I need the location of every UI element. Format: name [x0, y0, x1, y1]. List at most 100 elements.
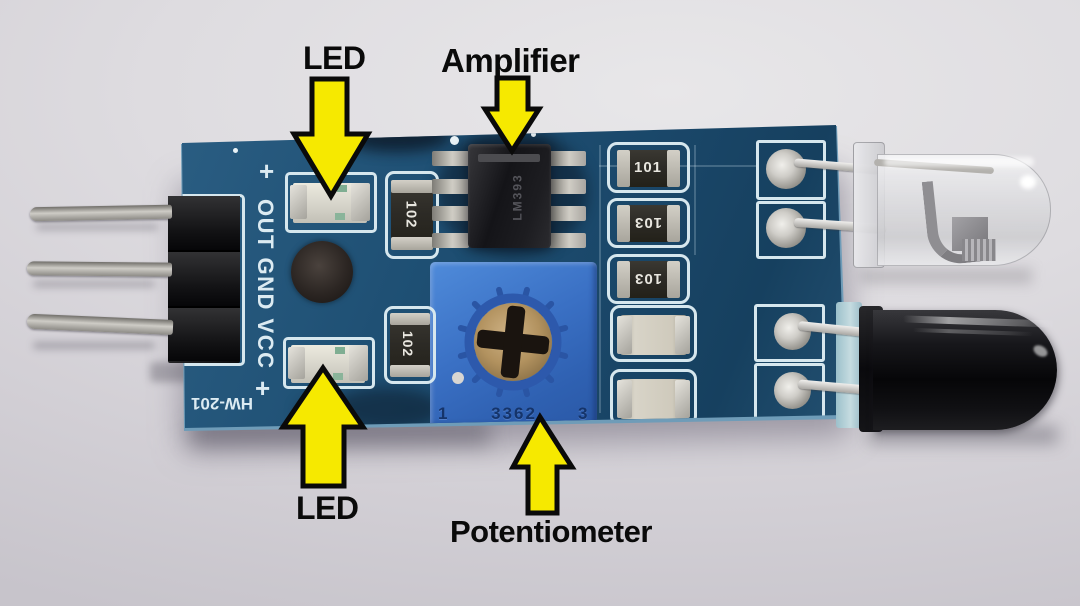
pot-pin3-label: 3 [578, 404, 588, 423]
ic-pin [432, 179, 469, 194]
resistor-end [617, 205, 630, 242]
header-pin-gnd [26, 261, 173, 277]
ic-pin [549, 233, 586, 248]
solder-pad [766, 208, 806, 248]
ic-pin [549, 179, 586, 194]
led-phosphor-mark [335, 347, 345, 354]
board-speck [339, 161, 343, 165]
glint [1020, 175, 1036, 189]
ic-amplifier: LM393 [468, 144, 551, 248]
ic-pin [549, 206, 586, 221]
solder-joint [675, 380, 690, 418]
resistor-value: 102 [402, 200, 420, 229]
solder-pad [774, 372, 811, 409]
ir-receiver-led [845, 300, 1060, 435]
resistor-103b-silkscreen [607, 254, 690, 304]
ic-part-label: LM393 [510, 173, 525, 221]
annotation-label-potentiometer: Potentiometer [450, 514, 652, 549]
capacitor-b [617, 379, 690, 419]
board-blotch [298, 399, 332, 425]
resistor-end [667, 150, 680, 187]
ic-pin [549, 151, 586, 166]
annotation-label-led-top: LED [303, 40, 366, 76]
receiver-led-shadow [868, 426, 1058, 444]
emitter-striations [962, 239, 996, 261]
solder-joint [349, 345, 368, 381]
header-pin-vcc [26, 313, 174, 335]
solder-joint [617, 316, 632, 354]
header-segment [168, 196, 240, 252]
glint [1031, 342, 1050, 360]
pcb-board: OUT GND VCC + + HW-201 102 [182, 125, 845, 428]
highlight [884, 157, 1034, 167]
resistor-103a-silkscreen [607, 198, 690, 248]
board-speck [531, 132, 536, 137]
screw-cross [476, 305, 550, 379]
copper-trace [694, 145, 696, 255]
solder-joint [351, 183, 370, 221]
resistor-end [391, 237, 433, 250]
header-pin-out [29, 204, 173, 222]
emitter-pad-silkscreen [756, 201, 826, 259]
status-led-top [290, 183, 370, 223]
led-phosphor-mark [337, 185, 347, 192]
board-speck [450, 136, 459, 145]
pin-header [168, 196, 240, 363]
potentiometer-dial [452, 286, 569, 398]
led-phosphor-mark [335, 213, 345, 220]
annotation-label-led-bottom: LED [296, 490, 359, 526]
emitter-led-shadow [860, 268, 1032, 284]
resistor-end [390, 365, 430, 377]
ir-emitter-led [853, 140, 1053, 270]
solder-joint [617, 380, 632, 418]
header-segment [168, 308, 240, 361]
solder-pad [766, 149, 806, 189]
status-led-bottom [288, 345, 368, 383]
emitter-led-bulb [873, 154, 1051, 267]
ic-pin [432, 233, 469, 248]
plus-mark-top: + [259, 156, 275, 186]
silkscreen-pin-labels: OUT GND VCC [253, 199, 278, 370]
pot-model-label: 3362 [491, 404, 537, 423]
plus-mark-bottom: + [255, 373, 271, 403]
resistor-value: 103 [634, 214, 663, 231]
resistor-102-bottom: 102 [390, 313, 430, 377]
ic-pin1-stripe [478, 154, 540, 162]
resistor-103-b: 103 [617, 261, 680, 298]
board-speck [233, 148, 238, 153]
resistor-end [390, 313, 430, 325]
mounting-hole [291, 241, 353, 303]
annotation-label-amplifier: Amplifier [441, 42, 580, 79]
potentiometer: 1 3362 3 [430, 262, 597, 428]
led-phosphor-mark [333, 373, 343, 380]
resistor-end [667, 205, 680, 242]
pot-solder-dot [452, 372, 464, 384]
resistor-101-silkscreen [607, 142, 690, 193]
pin-shadow [33, 281, 155, 287]
resistor-end [391, 180, 433, 193]
resistor-end [667, 261, 680, 298]
solder-joint [290, 185, 307, 219]
resistor-102-bottom-silkscreen [384, 306, 436, 384]
resistor-end [617, 261, 630, 298]
resistor-103-a: 103 [617, 205, 680, 242]
pot-pin1-label: 1 [438, 404, 448, 423]
resistor-value: 102 [400, 330, 417, 358]
highlight [912, 327, 1034, 337]
ic-pin [432, 151, 469, 166]
emitter-pad-silkscreen [756, 140, 826, 200]
resistor-end [617, 150, 630, 187]
capacitor-a [617, 315, 690, 355]
header-segment [168, 252, 240, 308]
board-blotch [350, 125, 450, 151]
resistor-value: 101 [634, 159, 663, 176]
solder-joint [288, 347, 305, 379]
solder-joint [675, 316, 690, 354]
pcb-bare-edge [836, 302, 862, 428]
capacitor-a-silkscreen [610, 305, 697, 362]
resistor-value: 103 [634, 270, 663, 287]
receiver-pad-silkscreen [754, 304, 825, 362]
copper-trace [599, 145, 601, 413]
header-silkscreen-box [182, 194, 245, 366]
